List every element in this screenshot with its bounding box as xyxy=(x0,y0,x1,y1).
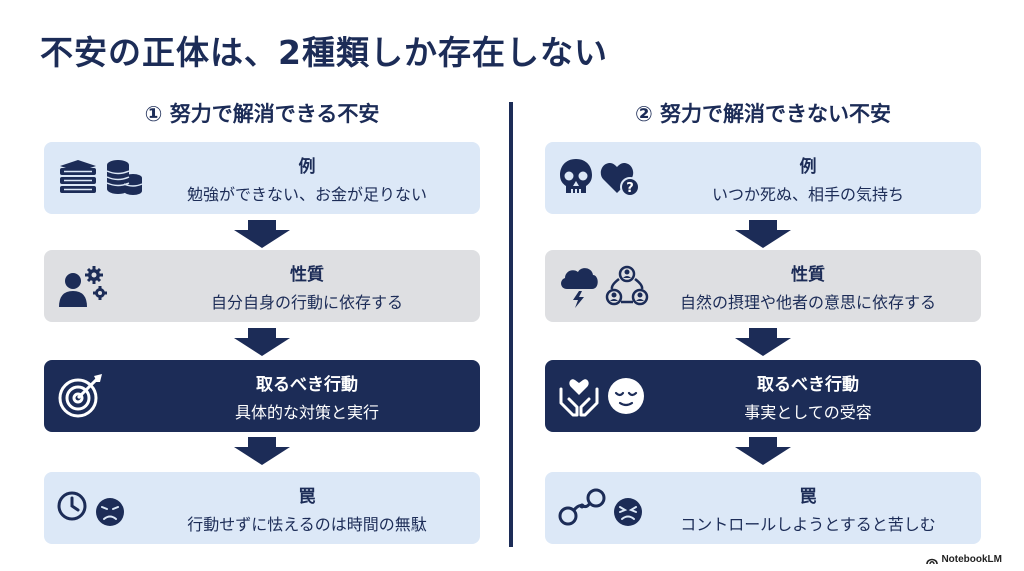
left-trap-box: 罠 行動せずに怯えるのは時間の無駄 xyxy=(44,472,480,544)
left-trap-title: 罠 xyxy=(298,487,316,507)
people-network-icon xyxy=(605,265,649,306)
notebooklm-brand: NotebookLM xyxy=(926,554,1002,565)
right-nature-title: 性質 xyxy=(791,265,825,285)
person-gears-icon xyxy=(59,266,107,307)
right-action-title: 取るべき行動 xyxy=(757,375,859,395)
notebooklm-logo-icon xyxy=(926,558,939,564)
left-column: ① 努力で解消できる不安 xyxy=(44,98,480,544)
svg-text:?: ? xyxy=(626,181,634,196)
left-example-box: 例 勉強ができない、お金が足りない xyxy=(44,142,480,214)
right-trap-title: 罠 xyxy=(799,487,817,507)
books-icon xyxy=(60,160,96,193)
target-icon xyxy=(58,374,102,418)
right-trap-box: 罠 コントロールしようとすると苦しむ xyxy=(545,472,981,544)
down-arrow-icon xyxy=(735,437,791,465)
page-title: 不安の正体は、2種類しか存在しない xyxy=(40,33,608,72)
left-action-text: 具体的な対策と実行 xyxy=(234,403,379,422)
column-divider xyxy=(509,102,513,547)
right-nature-text: 自然の摂理や他者の意思に依存する xyxy=(679,293,936,312)
hands-heart-icon xyxy=(559,379,599,417)
distressed-face-icon xyxy=(614,498,642,526)
clock-icon xyxy=(57,491,87,521)
handcuffs-icon xyxy=(558,488,606,526)
right-example-title: 例 xyxy=(799,157,817,177)
left-action-box: 取るべき行動 具体的な対策と実行 xyxy=(44,360,480,432)
right-action-text: 事実としての受容 xyxy=(744,403,872,422)
right-trap-text: コントロールしようとすると苦しむ xyxy=(680,515,936,534)
down-arrow-icon xyxy=(735,328,791,356)
frustrated-face-icon xyxy=(96,498,124,526)
storm-cloud-icon xyxy=(561,268,598,308)
left-nature-title: 性質 xyxy=(290,265,324,285)
brand-label: NotebookLM xyxy=(941,554,1002,565)
left-trap-text: 行動せずに怯えるのは時間の無駄 xyxy=(187,515,427,534)
left-nature-box: 性質 自分自身の行動に依存する xyxy=(44,250,480,322)
skull-icon xyxy=(560,159,592,193)
down-arrow-icon xyxy=(735,220,791,248)
right-action-box: 取るべき行動 事実としての受容 xyxy=(545,360,981,432)
left-nature-text: 自分自身の行動に依存する xyxy=(210,293,403,312)
left-example-text: 勉強ができない、お金が足りない xyxy=(186,185,427,204)
down-arrow-icon xyxy=(234,328,290,356)
right-nature-box: 性質 自然の摂理や他者の意思に依存する xyxy=(545,250,981,322)
coins-icon xyxy=(106,160,143,195)
left-example-title: 例 xyxy=(298,157,316,177)
left-action-title: 取るべき行動 xyxy=(256,375,358,395)
right-column: ② 努力で解消できない不安 ? 例 いつか死ぬ、相手の気持ち xyxy=(545,98,981,544)
calm-face-icon xyxy=(608,378,644,414)
right-column-heading: ② 努力で解消できない不安 xyxy=(634,102,892,126)
heart-question-icon: ? xyxy=(600,163,640,197)
down-arrow-icon xyxy=(234,220,290,248)
down-arrow-icon xyxy=(234,437,290,465)
right-example-text: いつか死ぬ、相手の気持ち xyxy=(711,185,904,204)
right-example-box: ? 例 いつか死ぬ、相手の気持ち xyxy=(545,142,981,214)
left-column-heading: ① 努力で解消できる不安 xyxy=(144,102,380,126)
